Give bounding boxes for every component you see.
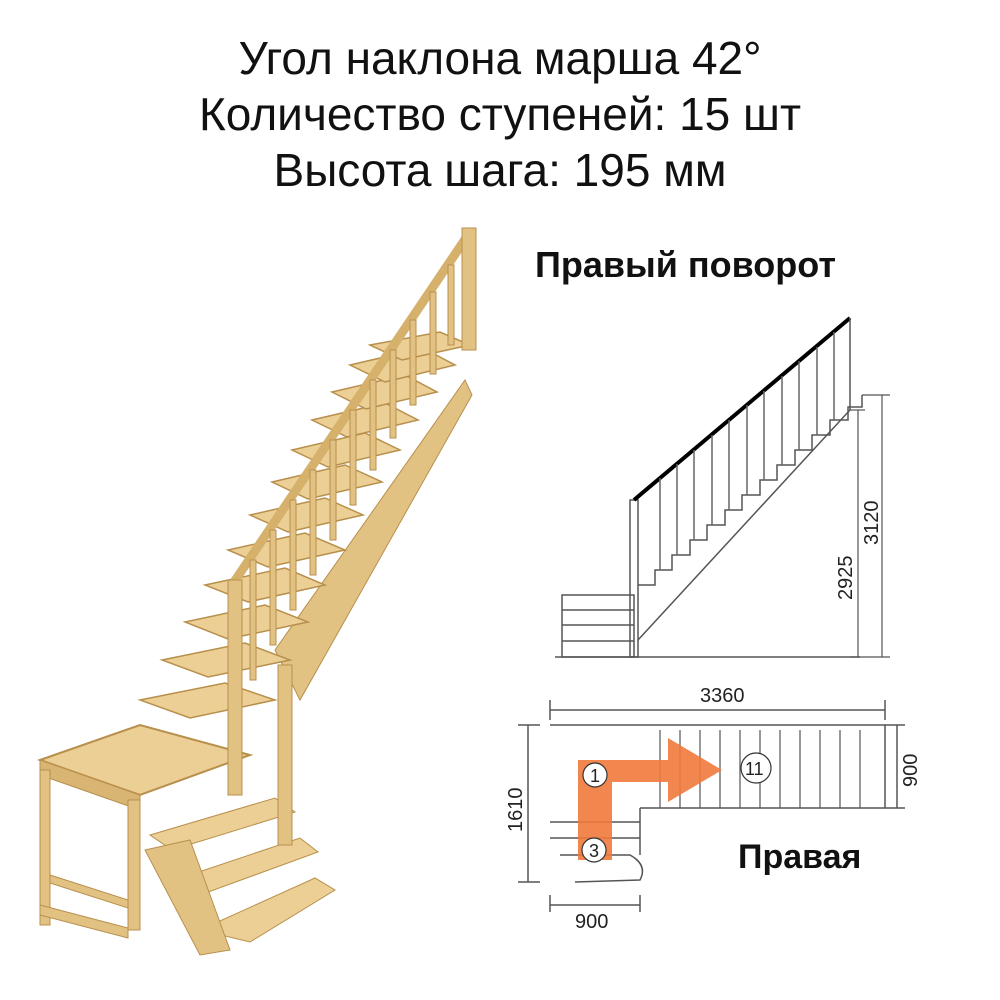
step-marker-1 xyxy=(582,762,608,788)
dim-3120: 3120 xyxy=(861,501,883,546)
plan-dim-lower-width: 900 xyxy=(575,911,608,933)
newel-post-turn xyxy=(277,664,293,846)
tread xyxy=(159,642,293,678)
side-dimensions xyxy=(850,394,890,658)
step-number-11: 11 xyxy=(745,759,764,779)
dim-2925: 2925 xyxy=(835,556,857,601)
baluster xyxy=(249,559,257,681)
lower-stringer xyxy=(144,839,231,956)
baluster xyxy=(329,439,337,541)
side-stringer xyxy=(637,395,851,641)
lower-step-1 xyxy=(198,877,336,943)
plan-dim-length: 3360 xyxy=(700,685,745,707)
side-view-drawing xyxy=(555,316,863,658)
tread xyxy=(202,567,328,603)
tread xyxy=(137,682,278,719)
lower-step-3 xyxy=(148,797,297,851)
header-angle: Угол наклона марша 42° xyxy=(238,32,762,84)
side-handrail xyxy=(632,316,852,502)
baluster xyxy=(349,409,357,506)
landing-bottom-rail xyxy=(39,904,129,939)
landing-leg-front-left xyxy=(39,769,51,926)
plan-view-label: Правая xyxy=(738,838,862,876)
header-step-height: Высота шага: 195 мм xyxy=(273,144,727,196)
landing-side-rail xyxy=(49,874,129,909)
baluster xyxy=(447,264,455,346)
newel-post-top xyxy=(461,227,477,351)
baluster xyxy=(289,499,297,611)
step-marker-11 xyxy=(740,752,772,784)
tread xyxy=(289,432,403,468)
staircase-3d xyxy=(36,227,477,956)
baluster xyxy=(369,379,377,471)
side-balusters xyxy=(659,332,835,570)
baluster xyxy=(269,529,277,646)
side-stair-profile xyxy=(638,395,863,586)
plan-winder-curve xyxy=(560,854,644,883)
step-number-3: 3 xyxy=(589,841,599,861)
plan-upper-flight xyxy=(550,724,886,809)
side-view-title: Правый поворот xyxy=(535,244,836,285)
header: Угол наклона марша 42° Количество ступен… xyxy=(0,30,1000,198)
baluster xyxy=(409,319,417,406)
baluster xyxy=(389,349,397,439)
plan-dim-upper-width: 900 xyxy=(900,754,922,787)
step-marker-3 xyxy=(581,837,607,863)
handrail xyxy=(227,227,475,590)
landing-leg-front-right xyxy=(127,799,141,931)
balusters xyxy=(249,264,455,681)
side-lower-block xyxy=(561,594,635,658)
plan-dim-total-width: 1610 xyxy=(505,788,527,833)
newel-post-bottom xyxy=(227,579,243,796)
plan-view-drawing xyxy=(518,700,905,912)
direction-arrow xyxy=(578,738,722,860)
step-number-1: 1 xyxy=(590,766,600,786)
baluster xyxy=(429,291,437,375)
baluster xyxy=(309,469,317,576)
header-step-count: Количество ступеней: 15 шт xyxy=(198,88,802,140)
